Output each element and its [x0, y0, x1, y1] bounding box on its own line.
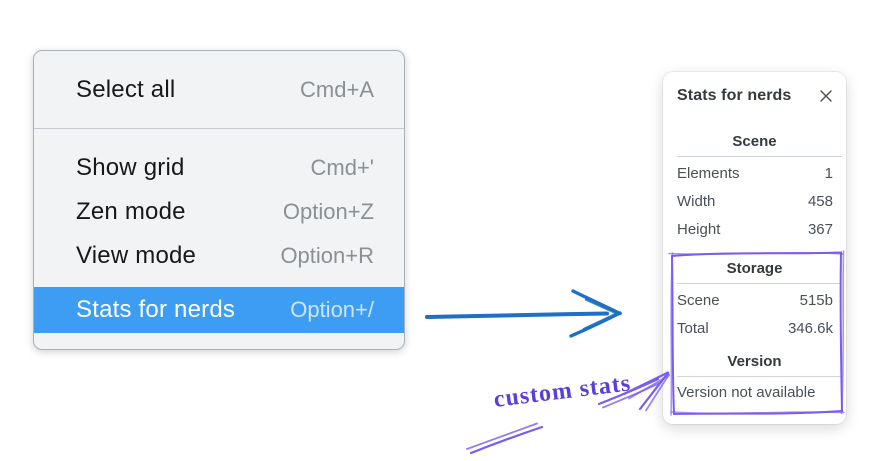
- stat-row: Scene 515b: [663, 286, 846, 314]
- stat-value: 458: [807, 192, 833, 210]
- stat-label: Width: [677, 192, 716, 210]
- menu-item-shortcut: Option+R: [280, 243, 374, 268]
- stat-value: 367: [807, 220, 833, 238]
- stat-label: Total: [677, 319, 709, 337]
- stats-panel-header: Stats for nerds: [663, 86, 846, 106]
- stat-row: Elements 1: [663, 159, 846, 187]
- stat-label: Elements: [677, 164, 740, 182]
- section-divider: [677, 156, 842, 157]
- panel-title: Stats for nerds: [677, 87, 792, 104]
- menu-item-shortcut: Option+Z: [282, 199, 374, 224]
- stat-section-heading: Version: [727, 353, 782, 370]
- custom-stats-arrow-icon: [466, 371, 670, 455]
- custom-stats-annotation-label: custom stats: [492, 370, 633, 413]
- menu-item-label: Stats for nerds: [76, 296, 236, 323]
- stat-section-heading: Scene: [732, 133, 777, 150]
- menu-item-shortcut: Option+/: [290, 297, 374, 322]
- stat-row: Height 367: [663, 215, 846, 243]
- stat-section-heading: Storage: [726, 260, 783, 277]
- menu-item-show-grid[interactable]: Show grid Cmd+': [34, 146, 404, 190]
- menu-item-shortcut: Cmd+A: [300, 76, 374, 102]
- stat-value: 515b: [799, 291, 833, 309]
- close-icon[interactable]: [818, 88, 834, 104]
- stat-label: Scene: [677, 291, 720, 309]
- menu-item-label: Zen mode: [76, 198, 186, 225]
- stat-row: Width 458: [663, 187, 846, 215]
- menu-item-label: Select all: [76, 75, 176, 103]
- stat-row: Total 346.6k: [663, 314, 846, 342]
- menu-item-select-all[interactable]: Select all Cmd+A: [34, 51, 404, 128]
- stat-value: 1: [824, 164, 833, 182]
- menu-item-zen-mode[interactable]: Zen mode Option+Z: [34, 190, 404, 234]
- menu-divider: [34, 128, 404, 129]
- menu-item-shortcut: Cmd+': [310, 155, 375, 180]
- flow-arrow-icon: [425, 289, 622, 338]
- menu-item-label: Show grid: [76, 154, 185, 181]
- stat-label: Height: [677, 220, 721, 238]
- section-divider: [677, 283, 842, 284]
- version-note: Version not available: [677, 384, 816, 401]
- section-divider: [677, 376, 842, 377]
- menu-item-view-mode[interactable]: View mode Option+R: [34, 234, 404, 278]
- menu-item-label: View mode: [76, 242, 197, 269]
- menu-item-stats-for-nerds[interactable]: Stats for nerds Option+/: [34, 287, 404, 333]
- stat-value: 346.6k: [787, 319, 833, 337]
